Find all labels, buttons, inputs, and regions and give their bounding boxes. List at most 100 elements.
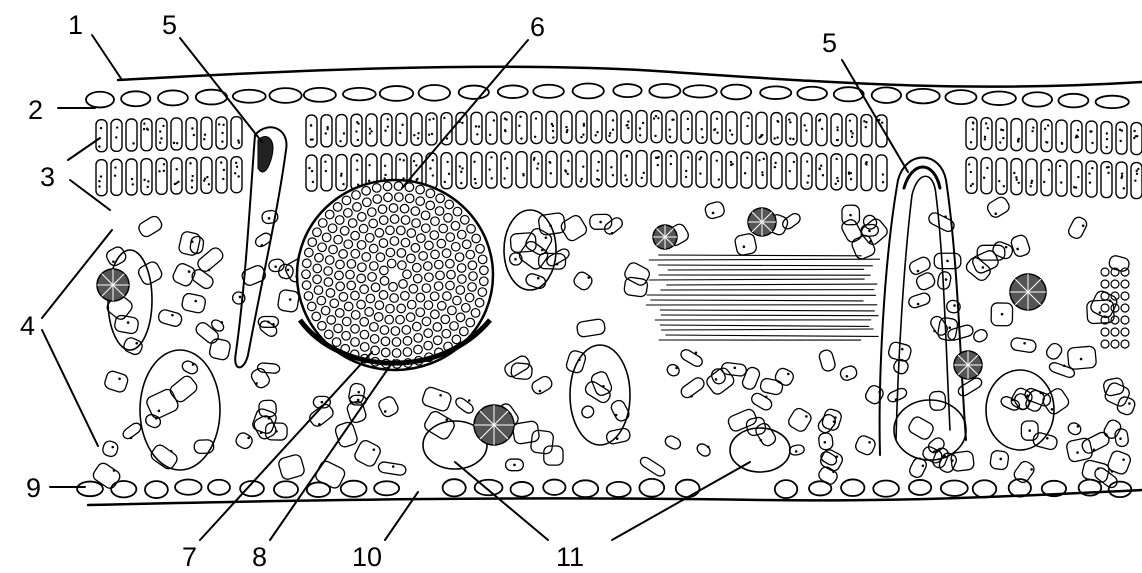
chloroplast-dot — [459, 165, 461, 167]
chloroplast-dot — [654, 135, 656, 137]
spongy-cell — [104, 245, 127, 268]
nucleus-dot — [707, 445, 710, 448]
nucleus-dot — [247, 437, 250, 440]
lower-epidermal-cell — [639, 479, 664, 497]
palisade-cell — [771, 153, 782, 189]
chloroplast-dot — [655, 157, 657, 159]
chloroplast-dot — [370, 130, 372, 132]
gland-cell-edge — [1101, 340, 1109, 348]
chloroplast-dot — [639, 134, 641, 136]
nucleus-dot — [514, 258, 517, 261]
epidermal-cell — [533, 85, 564, 98]
chloroplast-dot — [983, 177, 985, 179]
intercellular-space — [986, 370, 1054, 450]
chloroplast-dot — [146, 128, 148, 130]
chloroplast-dot — [132, 142, 134, 144]
palisade-cell — [756, 152, 767, 188]
chloroplast-dot — [1135, 170, 1137, 172]
chloroplast-dot — [596, 178, 598, 180]
chloroplast-dot — [566, 129, 568, 131]
chloroplast-dot — [687, 118, 689, 120]
nucleus-dot — [158, 410, 161, 413]
chloroplast-dot — [806, 160, 808, 162]
nucleus-dot — [994, 212, 997, 215]
chloroplast-dot — [446, 161, 448, 163]
nucleus-dot — [611, 232, 614, 235]
chloroplast-dot — [339, 140, 341, 142]
chloroplast-dot — [340, 175, 342, 177]
chloroplast-dot — [222, 124, 224, 126]
lower-epidermal-cell — [208, 480, 230, 495]
nucleus-dot — [1012, 399, 1015, 402]
nucleus-dot — [1016, 248, 1019, 251]
chloroplast-dot — [415, 164, 417, 166]
lower-epidermal-cell — [341, 481, 367, 497]
nucleus-dot — [267, 321, 270, 324]
chloroplast-dot — [612, 174, 614, 176]
spongy-cell — [971, 249, 1000, 275]
spongy-cell — [907, 415, 936, 441]
nucleus-dot — [602, 385, 605, 388]
palisade-cell — [1041, 160, 1052, 196]
spongy-cell — [524, 272, 547, 290]
nucleus-dot — [556, 263, 559, 266]
palisade-cell — [321, 115, 332, 147]
chloroplast-dot — [1106, 138, 1108, 140]
chloroplast-dot — [1106, 146, 1108, 148]
chloroplast-dot — [490, 156, 492, 158]
chloroplast-dot — [176, 142, 178, 144]
chloroplast-dot — [431, 133, 433, 135]
lower-epidermal-cell — [511, 482, 534, 497]
spongy-cell — [544, 446, 563, 465]
palisade-cell — [306, 115, 317, 147]
lower-epidermal-cell — [1109, 482, 1132, 497]
chloroplast-dot — [582, 133, 584, 135]
chloroplast-dot — [639, 127, 641, 129]
chloroplast-dot — [504, 157, 506, 159]
nucleus-dot — [1028, 429, 1031, 432]
chloroplast-dot — [805, 129, 807, 131]
spongy-cell — [171, 262, 197, 288]
chloroplast-dot — [835, 183, 837, 185]
spongy-cell — [665, 362, 681, 377]
palisade-cell — [531, 152, 542, 188]
chloroplast-dot — [114, 175, 116, 177]
spongy-cell — [786, 406, 813, 433]
spongy-cell — [234, 431, 254, 451]
nucleus-dot — [1063, 365, 1066, 368]
nucleus-dot — [274, 265, 277, 268]
nucleus-dot — [933, 330, 936, 333]
chloroplast-dot — [1106, 166, 1108, 168]
chloroplast-dot — [115, 136, 117, 138]
lower-epidermal-cell — [775, 480, 797, 498]
gland-cell-edge — [1121, 280, 1129, 288]
palisade-cell — [1086, 121, 1097, 153]
nucleus-dot — [922, 464, 925, 467]
palisade-cell — [966, 117, 977, 149]
spongy-cell — [602, 216, 624, 237]
chloroplast-dot — [312, 181, 314, 183]
palisade-cell — [651, 151, 662, 187]
palisade-cell — [726, 112, 737, 144]
chloroplast-dot — [776, 136, 778, 138]
nucleus-dot — [833, 420, 836, 423]
palisade-cell — [1116, 162, 1127, 198]
chloroplast-dot — [1120, 177, 1122, 179]
chloroplast-dot — [882, 173, 884, 175]
chloroplast-dot — [116, 126, 118, 128]
spongy-cell — [1066, 437, 1094, 462]
chloroplast-dot — [850, 130, 852, 132]
palisade-cell — [711, 112, 722, 144]
chloroplast-dot — [162, 125, 164, 127]
spongy-cell — [421, 386, 453, 413]
lower-epidermal-cell — [543, 480, 565, 495]
label-9: 9 — [26, 473, 41, 503]
chloroplast-dot — [789, 137, 791, 139]
chloroplast-dot — [582, 165, 584, 167]
lower-epidermal-cell — [973, 480, 997, 497]
chloroplast-dot — [744, 172, 746, 174]
chloroplast-dot — [776, 120, 778, 122]
chloroplast-dot — [789, 121, 791, 123]
spongy-cell — [1093, 466, 1120, 490]
